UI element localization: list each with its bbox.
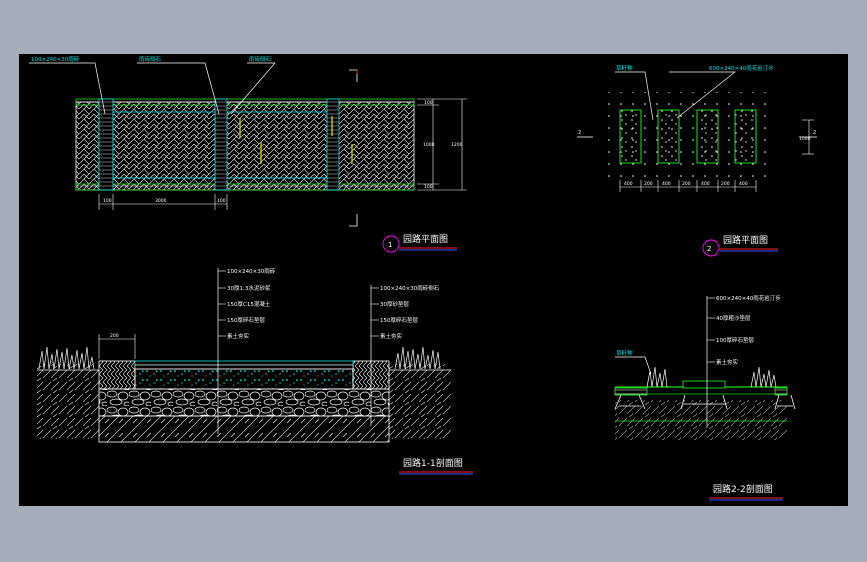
plan1-title-bubble [382,235,400,253]
section2-grass [646,366,777,388]
plan2-dim-right-val: 1000 [799,136,811,142]
section1-label-2: 30厚1:3水泥砂浆 [227,284,271,292]
plan1-dim-rtop: 100 [424,100,433,106]
plan1-label-3: 雨砖侧石 [249,55,272,63]
plan1-dim-rmid: 1000 [423,142,435,148]
plan2-dim-bottom [619,180,757,192]
plan1-paving [75,101,415,191]
plan2-label-1: 草籽种 [616,64,633,72]
section1-title: 园路1-1剖面图 [403,457,463,469]
section1-leader-ticks-left [218,270,226,337]
section2-label-4: 素土夯实 [716,358,739,366]
section1-grass [37,346,451,371]
plan1-leaders [29,62,276,115]
section1-group: 200 100×240×30雨砖 30厚1:3水泥砂浆 150厚C15混凝土 1… [37,267,473,475]
plan2-group: 草籽种 600×240×40雨花岩汀步 2 2 400 200 400 200 … [577,64,817,257]
plan1-dim-rtotal: 1200 [451,142,463,148]
plan2-stepping-stones [619,109,757,164]
plan2-title-bubble [702,239,720,257]
section2-title: 园路2-2剖面图 [713,483,773,495]
section1-dim [98,334,136,359]
plan1-group: 100×240×30雨砖 雨砖侧石 雨砖侧石 100 3000 100 [29,55,467,253]
section1-label-3: 150厚C15混凝土 [227,300,271,308]
section1-surface-brick [134,360,354,366]
plan2-dim-5: 400 [701,181,710,187]
plan1-label-2: 雨砖侧石 [139,55,162,63]
cad-drawing: 100×240×30雨砖 雨砖侧石 雨砖侧石 100 3000 100 [29,55,817,501]
plan2-dim-4: 200 [682,181,691,187]
section1-label-r2: 30厚砂垫层 [380,300,409,308]
plan2-dim-1: 400 [624,181,633,187]
plan1-dim-rbot: 100 [424,184,433,190]
section2-label-1: 600×240×40雨花岩汀步 [716,294,781,302]
plan2-dim-right [802,119,814,155]
section1-soil [98,415,390,443]
section1-leader-ticks-right [371,287,379,337]
plan2-mark-right: 2 [813,130,816,136]
section1-gravel [98,388,390,417]
plan2-label-2: 600×240×40雨花岩汀步 [709,64,774,72]
section2-stones [614,380,788,396]
plan1-title: 园路平面图 [403,233,448,245]
section1-label-r1: 100×240×30雨砖侧石 [380,284,440,292]
plan2-dim-2: 200 [644,181,653,187]
plan1-title-num: 1 [388,241,392,249]
section2-label-2: 40厚粗沙垫层 [716,314,751,322]
section1-curb-left [98,360,136,390]
section2-leader-ticks [707,297,715,363]
section1-label-r3: 150厚碎石垫层 [380,316,418,324]
section2-base [614,394,796,410]
section1-label-r4: 素土夯实 [380,332,403,340]
plan2-title: 园路平面图 [723,234,768,246]
section2-label-0: 草籽种 [616,349,633,357]
section2-earth [615,400,787,440]
section1-label-1: 100×240×30雨砖 [227,267,276,275]
section1-earth-left [37,364,99,439]
plan2-mark-left: 2 [578,130,581,136]
plan1-dim-c: 100 [217,198,226,204]
plan2-dim-7: 400 [739,181,748,187]
section1-dim-edge: 200 [110,333,119,339]
section1-label-5: 素土夯实 [227,332,250,340]
plan1-dim-a: 100 [103,198,112,204]
plan1-label-1: 100×240×30雨砖 [31,55,80,63]
section1-concrete [134,368,354,390]
plan1-edge-top [75,98,415,106]
plan1-edge-bottom [75,183,415,191]
section2-label-3: 100厚碎石垫层 [716,336,754,344]
plan1-dim-b: 3000 [155,198,167,204]
section1-earth-right [389,364,451,439]
plan1-dim-right [417,98,467,191]
section1-label-4: 150厚碎石垫层 [227,316,265,324]
plan1-markers [239,116,353,164]
plan2-dim-6: 200 [721,181,730,187]
section1-mortar [134,364,354,370]
plan1-dim-bottom [98,194,228,210]
plan2-dim-3: 400 [662,181,671,187]
plan2-leaders [615,71,737,121]
section2-group: 600×240×40雨花岩汀步 40厚粗沙垫层 100厚碎石垫层 素土夯实 草籽… [614,294,796,501]
plan2-title-num: 2 [707,245,711,253]
drawing-canvas[interactable]: 100×240×30雨砖 雨砖侧石 雨砖侧石 100 3000 100 [19,54,848,506]
plan1-strips [98,98,340,191]
